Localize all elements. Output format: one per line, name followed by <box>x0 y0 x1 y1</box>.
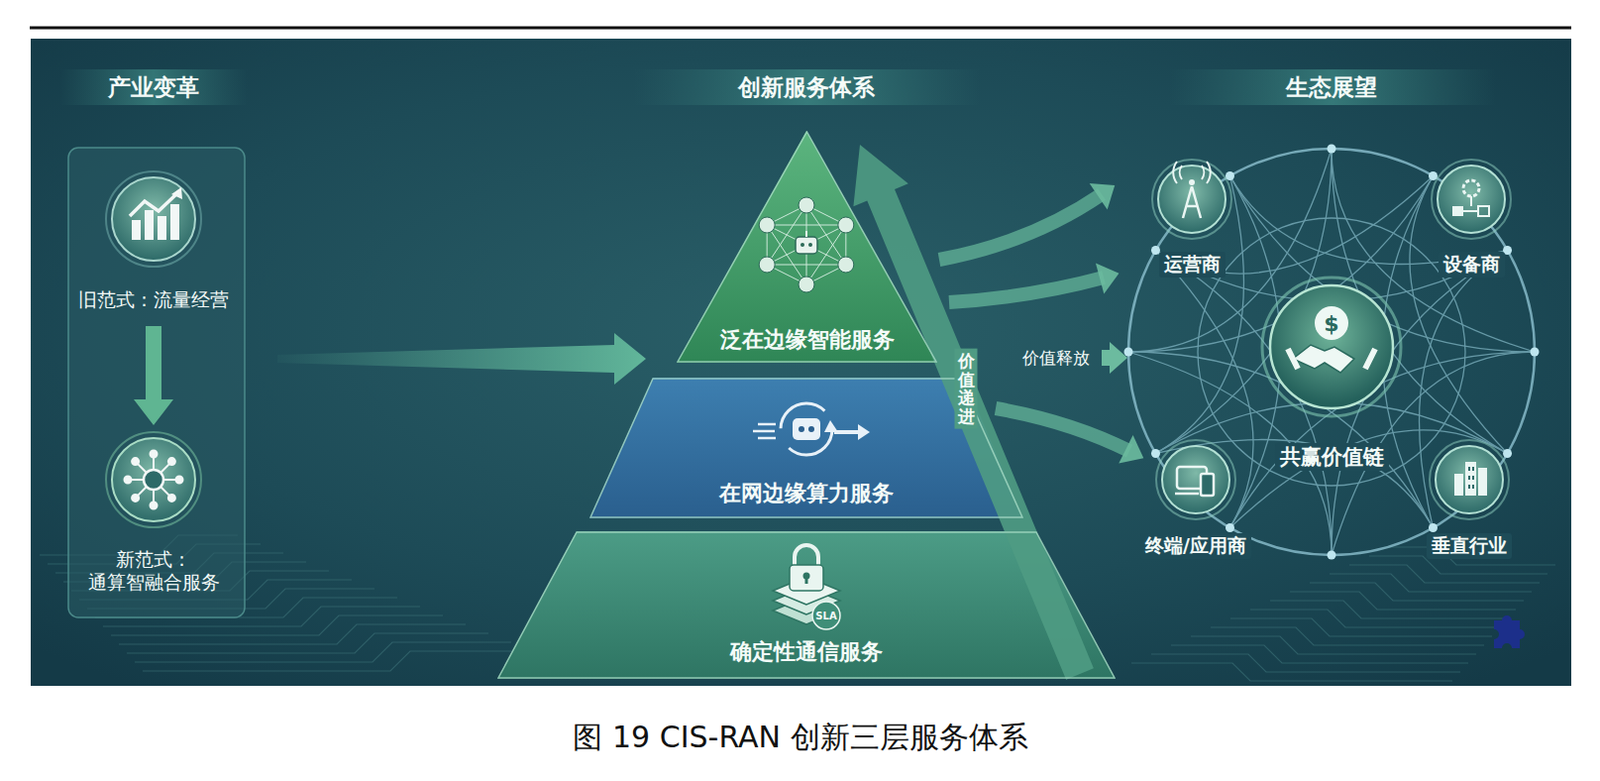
mesh-node <box>1327 550 1337 560</box>
node-label: 共赢价值链 <box>1275 442 1389 471</box>
value-release-arrow <box>1101 341 1128 374</box>
hub-dot <box>168 457 176 465</box>
net-dot <box>758 216 775 233</box>
hub-dot <box>131 494 139 502</box>
circuit-trace <box>110 615 443 636</box>
dollar-glyph: $ <box>1323 311 1339 336</box>
node-label: 垂直行业 <box>1426 533 1512 559</box>
mesh-line <box>1155 439 1433 529</box>
circuit-trace <box>118 624 466 644</box>
flow-arrow-body <box>133 325 174 426</box>
hub-dot <box>176 476 184 484</box>
circuit-trace <box>1131 662 1453 681</box>
mesh-node <box>1530 347 1540 357</box>
net-link <box>766 224 847 226</box>
value-arrow <box>995 408 1130 451</box>
annotation-label: SLA <box>815 610 837 622</box>
node-label: 设备商 <box>1438 251 1505 278</box>
icon-node: 运营商 <box>1129 162 1255 278</box>
net-dot <box>838 216 854 233</box>
circuit-trace <box>142 650 534 671</box>
icon-node: 终端/应用商 <box>1109 442 1282 559</box>
actor-circle <box>1435 445 1503 514</box>
mesh-node <box>1225 523 1235 533</box>
mesh-line <box>1155 250 1254 529</box>
net-link <box>766 224 807 285</box>
node-label: 在网边缘算力服务 <box>719 479 894 508</box>
net-link <box>766 264 847 266</box>
actor-halo <box>1152 159 1232 239</box>
hub-dot <box>124 476 132 484</box>
net-dot <box>758 256 775 273</box>
value-arrow <box>939 194 1102 260</box>
actor-halo <box>1156 439 1236 520</box>
icon-node: 新范式： 通算智融合服务 <box>71 430 236 595</box>
annotation-label: 价值释放 <box>1022 346 1090 370</box>
actor-circle <box>1158 165 1226 233</box>
pyramid-layer: 泛在边缘智能服务 <box>676 130 938 363</box>
column-heading: 生态展望 <box>1285 72 1378 104</box>
net-link <box>766 224 847 265</box>
flow-arrows <box>277 144 1144 680</box>
mesh-line <box>1419 250 1508 529</box>
circuit-trace <box>126 633 489 653</box>
icon-node: 垂直行业 <box>1406 442 1532 559</box>
node-label: 新范式： 通算智融合服务 <box>79 547 228 596</box>
mesh-node <box>1124 347 1134 357</box>
node-label: 泛在边缘智能服务 <box>720 325 895 354</box>
node-label: 旧范式：流量经营 <box>78 288 229 313</box>
mesh-line <box>1230 429 1508 529</box>
net-dot <box>798 197 815 214</box>
layer-border <box>498 532 1115 678</box>
value-arrowhead <box>1118 434 1144 464</box>
node-label: 终端/应用商 <box>1140 533 1252 559</box>
actor-circle <box>1162 445 1230 514</box>
column-heading: 产业变革 <box>107 72 200 104</box>
circuit-trace <box>134 641 512 662</box>
net-link <box>766 224 847 265</box>
actor-circle <box>1437 165 1505 233</box>
icon-node: 共赢价值链 <box>1238 280 1425 471</box>
hub-dot <box>131 457 139 465</box>
value-arrowhead <box>1089 183 1116 210</box>
mesh-ring <box>1197 217 1466 486</box>
mesh-node <box>1502 448 1512 458</box>
transition-arrow <box>277 332 646 385</box>
node-label: 确定性通信服务 <box>730 638 883 666</box>
hub-dot <box>150 502 158 510</box>
value-arrowhead <box>1095 263 1119 295</box>
actor-halo <box>1429 439 1509 520</box>
column-heading: 创新服务体系 <box>738 72 875 104</box>
icon-node: 设备商 <box>1408 162 1534 278</box>
actor-halo <box>1431 159 1511 239</box>
value-arrow <box>949 277 1104 303</box>
hub-dot <box>168 494 176 502</box>
mesh-node <box>1151 448 1161 458</box>
flow-arrow <box>133 325 174 426</box>
node-label: 运营商 <box>1159 251 1226 278</box>
layer-border <box>677 131 937 362</box>
mesh-node <box>1327 144 1337 154</box>
icon-node: 旧范式：流量经营 <box>70 170 237 313</box>
pyramid-layer: 确定性通信服务 <box>497 531 1116 679</box>
mesh-node <box>1428 523 1438 533</box>
vertical-label: 价值递进 <box>955 348 978 429</box>
net-dot <box>798 276 815 293</box>
net-dot <box>838 256 854 273</box>
hub-dot <box>150 450 158 458</box>
figure-caption: 图 19 CIS-RAN 创新三层服务体系 <box>572 717 1028 758</box>
